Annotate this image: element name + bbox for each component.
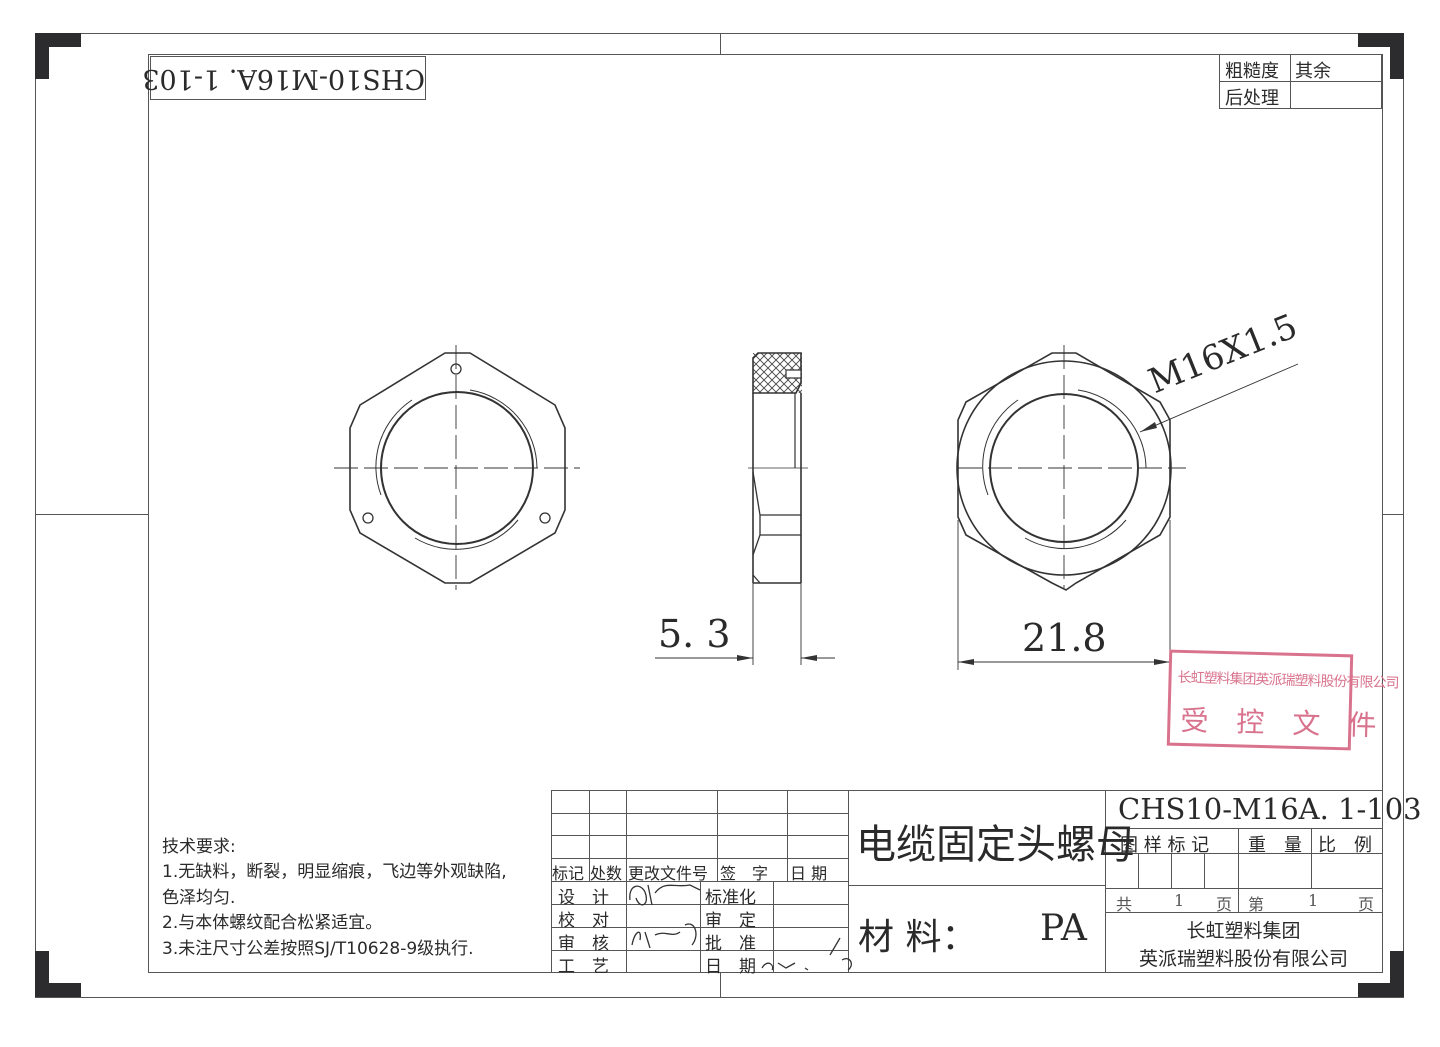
- audit-signature: [631, 923, 697, 949]
- marks-row-divider: [1105, 888, 1382, 889]
- outer-border-right: [1403, 33, 1404, 998]
- weight-header: 重 量: [1248, 835, 1302, 856]
- scale-col: [1311, 828, 1312, 888]
- rev-header-count: 处数: [590, 864, 623, 883]
- center-mark-right: [1382, 514, 1403, 515]
- sig-role-audit: 审 核: [558, 934, 609, 954]
- outer-border-top: [35, 33, 1403, 34]
- post-process-label: 后处理: [1225, 88, 1279, 109]
- across-flats-dimension: 21.8: [1022, 616, 1107, 660]
- roughness-value: 其余: [1295, 61, 1331, 82]
- inner-border-bottom: [148, 972, 1382, 973]
- corner-mark-bottom-left-v: [35, 951, 49, 997]
- tech-req-item-3: 3.未注尺寸公差按照SJ/T10628-9级执行.: [162, 939, 474, 959]
- rev-header-mark: 标记: [552, 864, 585, 883]
- sig-role2-approve: 批 准: [705, 934, 756, 954]
- tech-req-item-1: 1.无缺料，断裂，明显缩痕，飞边等外观缺陷,: [162, 862, 507, 882]
- corner-mark-top-left-v: [35, 33, 49, 79]
- part-name-divider: [848, 885, 1105, 886]
- sig-audit-value: 徐经国: [630, 930, 633, 931]
- part-name: 电缆固定头螺母: [856, 822, 1136, 868]
- design-signature: [629, 884, 701, 906]
- rev-row-line-3: [551, 858, 848, 859]
- center-mark-top: [720, 33, 721, 54]
- center-mark-bottom: [720, 972, 721, 997]
- tech-req-title: 技术要求:: [162, 837, 236, 857]
- sig-row-line-3: [551, 950, 848, 951]
- sig-role2-review: 审 定: [705, 911, 756, 931]
- marks-header-divider: [1105, 853, 1382, 854]
- rev-header-sign: 签 字: [720, 864, 769, 883]
- sig-col-right: [773, 881, 774, 972]
- inner-border-left: [148, 54, 149, 973]
- rev-col-2: [626, 790, 627, 972]
- center-mark-left: [35, 514, 148, 515]
- sheet-total: 1: [1174, 891, 1185, 910]
- corner-mark-top-right-v: [1390, 33, 1404, 79]
- inner-border-right: [1382, 54, 1383, 973]
- sig-row-line-1: [551, 904, 848, 905]
- rev-col-1: [589, 790, 590, 881]
- corner-mark-bottom-right-v: [1390, 951, 1404, 997]
- sig-role-check: 校 对: [558, 911, 609, 931]
- thickness-dimension: 5. 3: [658, 612, 731, 656]
- scale-header: 比 例: [1318, 835, 1372, 856]
- marks-col-2: [1171, 853, 1172, 888]
- sheet-total-pre: 共: [1116, 895, 1133, 914]
- sheet-current: 1: [1308, 891, 1319, 910]
- rev-col-4: [787, 790, 788, 881]
- material-value: PA: [1040, 908, 1087, 949]
- rev-header-doc: 更改文件号: [628, 864, 709, 883]
- sig-role-process: 工 艺: [558, 957, 609, 977]
- marks-col-3: [1204, 853, 1205, 888]
- back-view: [334, 345, 580, 590]
- company-line-2: 英派瑞塑料股份有限公司: [1138, 948, 1348, 970]
- drawing-number-divider: [1105, 828, 1382, 829]
- tech-req-item-1-cont: 色泽均匀.: [162, 888, 236, 908]
- tech-req-item-2: 2.与本体螺纹配合松紧适宜。: [162, 913, 383, 933]
- drawing-number: CHS10-M16A. 1-103: [1118, 792, 1422, 826]
- title-block-top: [551, 790, 1382, 791]
- weight-col: [1238, 828, 1239, 912]
- rev-col-3: [717, 790, 718, 881]
- sig-col-mid: [700, 881, 701, 972]
- sheet-current-pre: 第: [1248, 895, 1265, 914]
- roughness-label: 粗糙度: [1225, 61, 1279, 82]
- inner-border-top: [148, 54, 1382, 55]
- date-handwriting: [761, 937, 852, 971]
- rotated-drawing-number-box: CHS10-M16A. 1-103: [142, 56, 426, 100]
- sheet-total-post: 页: [1216, 895, 1233, 914]
- sheet-current-post: 页: [1358, 895, 1375, 914]
- sig-date-value: 2022. 9/5: [776, 952, 781, 953]
- marks-col-1: [1138, 853, 1139, 888]
- title-block-mid-divider: [1105, 790, 1106, 972]
- pattern-mark-header: 图 样 标 记: [1120, 835, 1210, 856]
- rev-row-line-2: [551, 835, 848, 836]
- sheet-row-divider: [1105, 912, 1382, 913]
- rev-row-line-4: [551, 881, 848, 882]
- outer-border-bottom: [35, 997, 1403, 998]
- rev-header-date: 日 期: [790, 864, 828, 883]
- side-section-view: [655, 352, 835, 665]
- sig-role2-date: 日 期: [705, 957, 756, 977]
- company-line-1: 长虹塑料集团: [1186, 920, 1301, 942]
- rev-row-line-1: [551, 813, 848, 814]
- outer-border-left: [35, 33, 36, 998]
- post-process-value-cell: [1290, 81, 1382, 109]
- front-view: [956, 345, 1299, 670]
- rev-col-right: [848, 790, 849, 972]
- sig-role-design: 设 计: [558, 888, 609, 908]
- material-label: 材 料：: [858, 917, 978, 958]
- sig-role2-standard: 标准化: [705, 888, 756, 908]
- sig-row-line-2: [551, 927, 848, 928]
